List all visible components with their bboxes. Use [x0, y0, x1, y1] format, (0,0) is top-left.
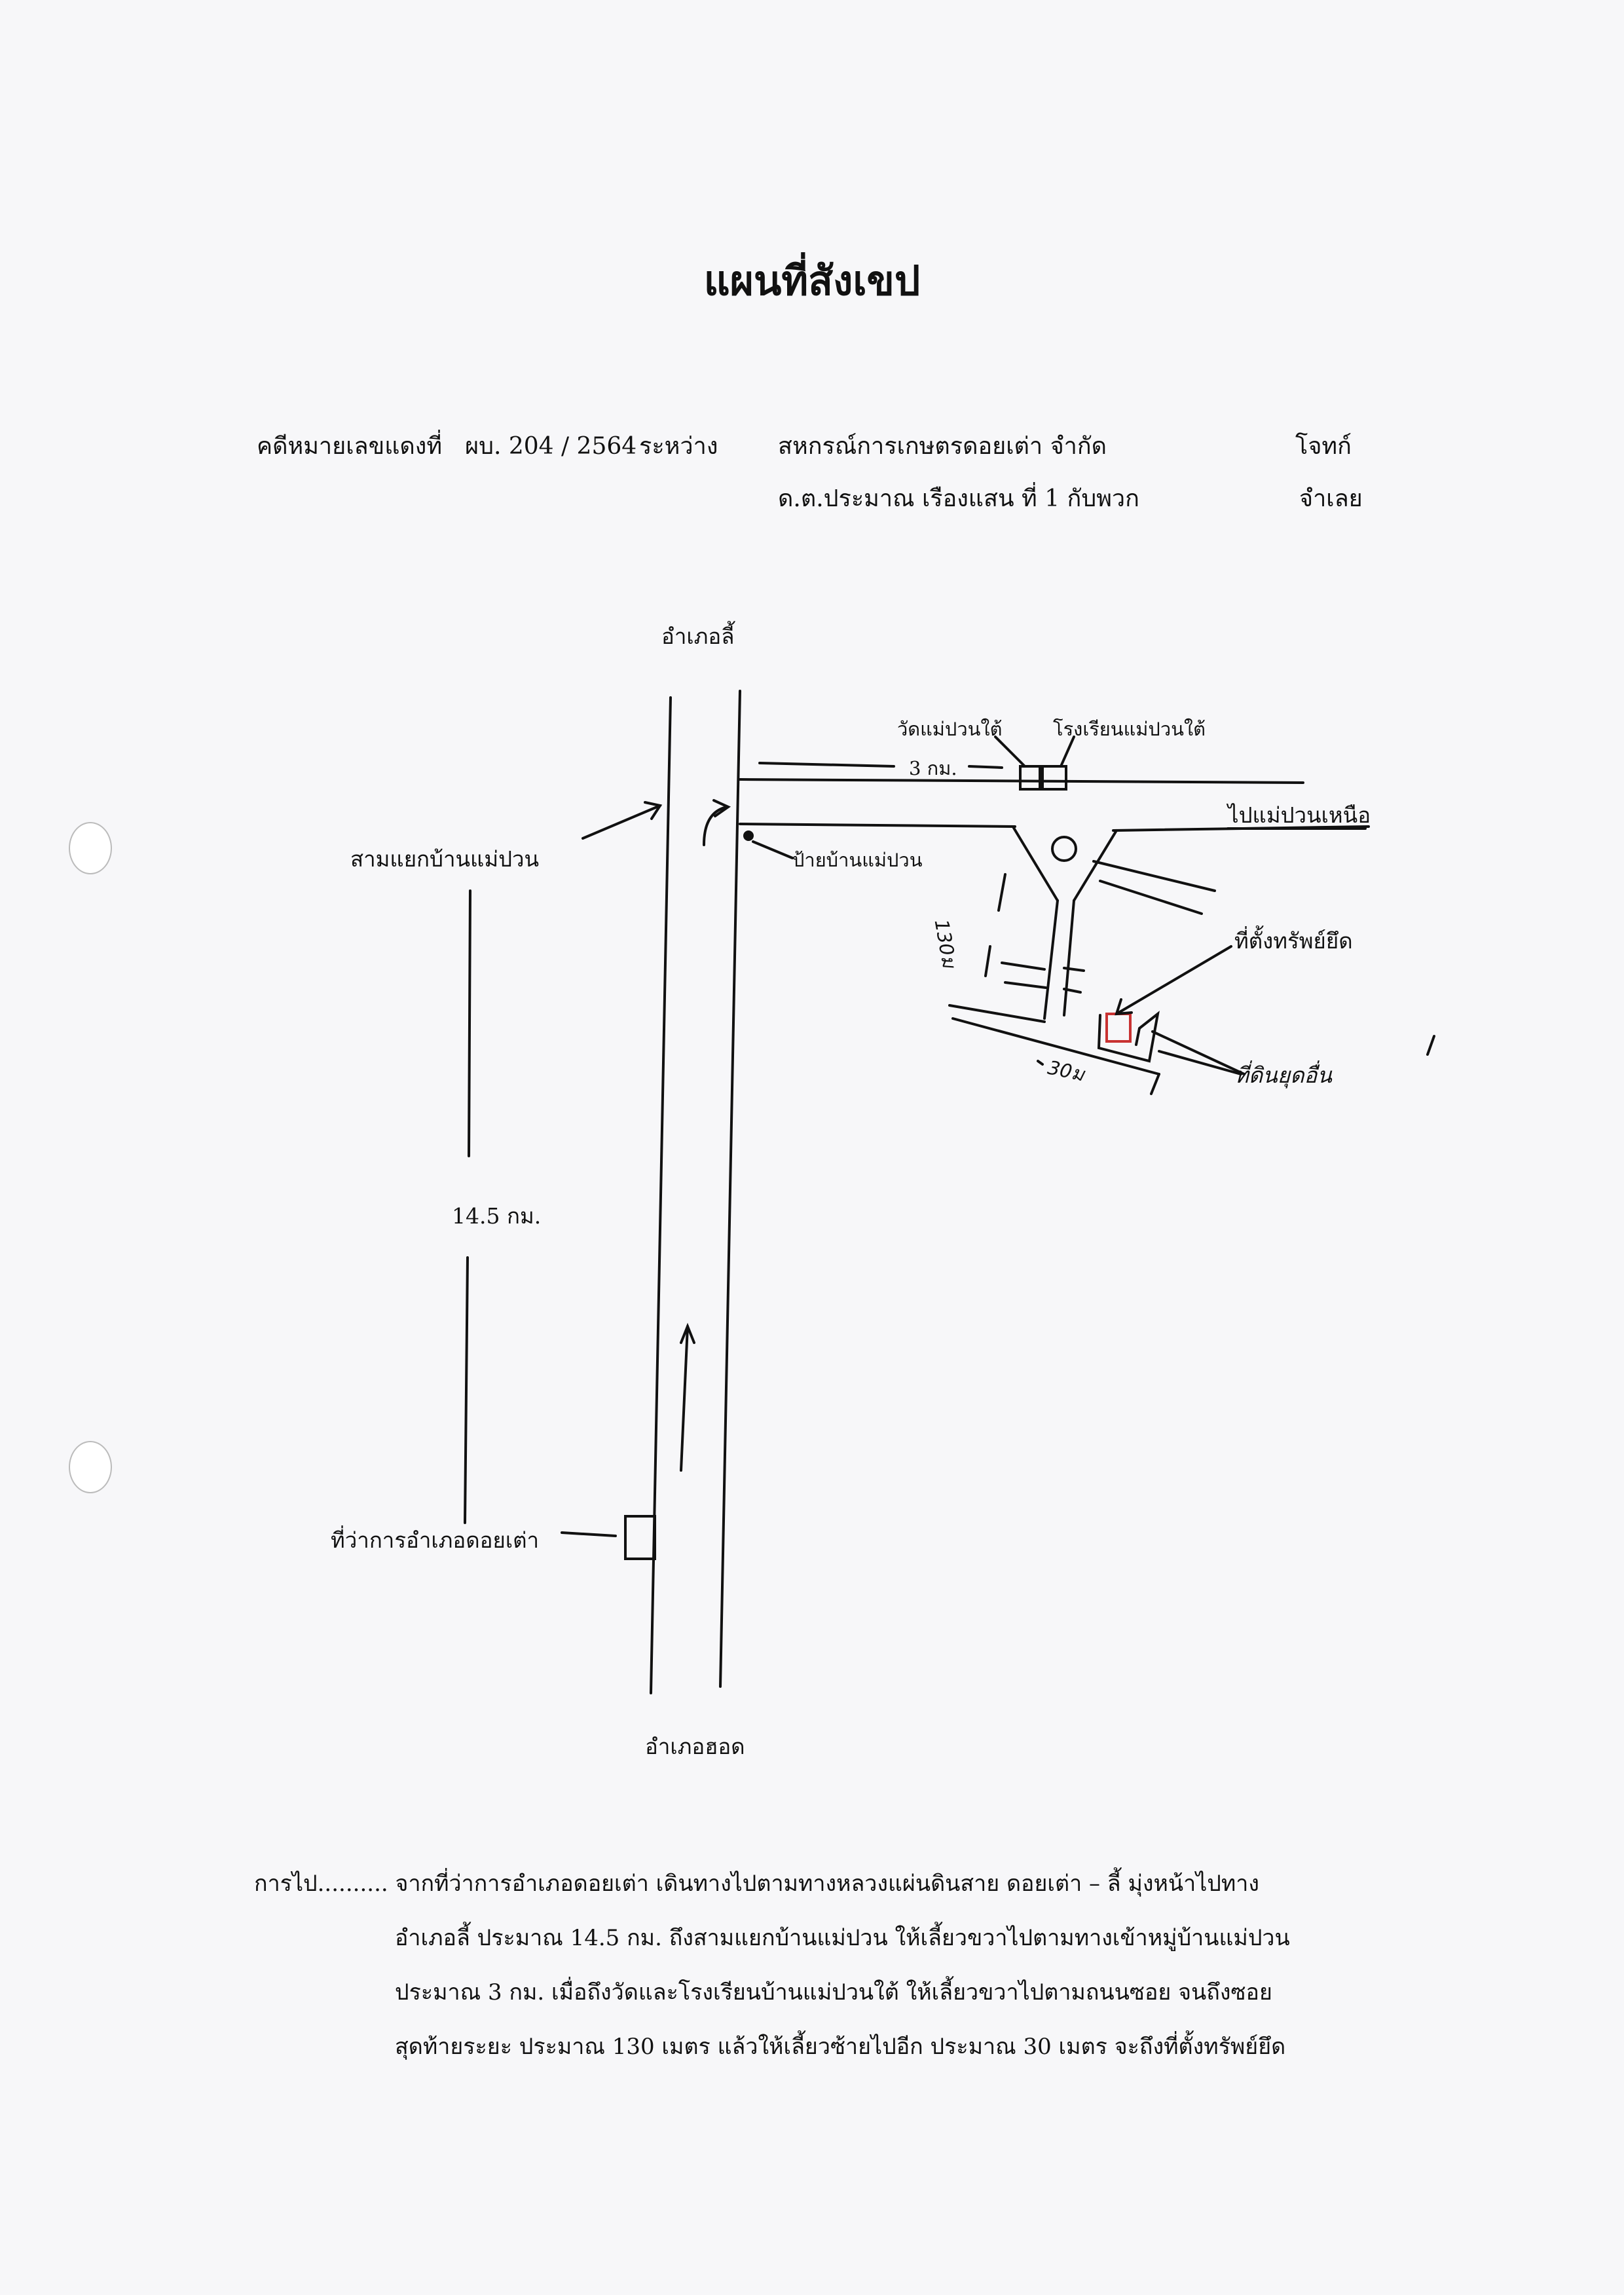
soi-right-edge: [1063, 899, 1075, 1017]
distance-branch-label: 3 กม.: [909, 757, 957, 779]
soi-left-edge-upper: [1012, 827, 1059, 902]
property-label: ที่ตั้งทรัพย์ยึด: [1234, 928, 1353, 954]
directions-lead: การไป..........: [254, 1871, 388, 1897]
junction-turn-arrowhead: [712, 799, 731, 817]
property-pointer: [1115, 945, 1232, 1015]
cross-road-right-2: [1063, 988, 1082, 994]
case-number: ผบ. 204 / 2564: [465, 433, 637, 460]
neighbor-plot: [1097, 1011, 1160, 1063]
cross-road-right: [1063, 967, 1085, 972]
case-label: คดีหมายเลขแดงที่: [257, 433, 443, 460]
school-label: โรงเรียนแม่ปวนใต้: [1053, 718, 1206, 740]
note-pointer-2: [1158, 1050, 1242, 1075]
punch-hole-bottom: [69, 1441, 112, 1493]
junction-label: สามแยกบ้านแม่ปวน: [350, 846, 540, 872]
handwritten-note: ที่ดินยุดอื่น: [1234, 1062, 1332, 1088]
soi-left-edge: [1043, 899, 1059, 1020]
distance-main-label: 14.5 กม.: [452, 1203, 542, 1229]
village-sign-pointer: [752, 840, 794, 859]
note-mark: [1426, 1035, 1435, 1056]
branch-road-bottom-edge: [739, 823, 1016, 828]
note-pointer-1: [1151, 1030, 1246, 1075]
directions-block: การไป.......... จากที่ว่าการอำเภอดอยเต่า…: [254, 1857, 1407, 2074]
property-pointer-head: [1115, 998, 1133, 1016]
plaintiff-name: สหกรณ์การเกษตรดอยเต่า จำกัด: [778, 433, 1107, 460]
main-road-right-edge: [719, 690, 741, 1688]
side-road-bottom: [1099, 880, 1203, 915]
village-sign-dot: [743, 830, 754, 841]
northbound-arrow: [680, 1325, 689, 1472]
defendant-role: จำเลย: [1299, 485, 1363, 512]
property-plot: [1105, 1013, 1132, 1043]
dimension-30m-left: [1037, 1060, 1044, 1066]
bottom-road-top-edge: [948, 1004, 1046, 1023]
junction-turn-arrow: [703, 806, 728, 846]
roundabout: [1051, 836, 1077, 862]
directions-line-1: จากที่ว่าการอำเภอดอยเต่า เดินทางไปตามทาง…: [395, 1871, 1259, 1897]
dimension-14km-bottom: [464, 1256, 469, 1524]
temple-pointer: [994, 736, 1026, 768]
soi-right-edge-upper: [1073, 829, 1118, 902]
district-office-building: [624, 1515, 656, 1560]
temple-label: วัดแม่ปวนใต้: [897, 718, 1003, 740]
dimension-130m-top: [997, 873, 1006, 912]
case-between: ระหว่าง: [639, 433, 718, 460]
temple-building: [1019, 765, 1041, 791]
plaintiff-role: โจทก์: [1295, 433, 1352, 460]
school-pointer: [1060, 736, 1075, 768]
directions-line-2: อำเภอลี้ ประมาณ 14.5 กม. ถึงสามแยกบ้านแม…: [395, 1925, 1290, 1951]
to-north-label: ไปแม่ปวนเหนือ: [1228, 802, 1371, 828]
defendant-name: ด.ต.ประมาณ เรืองแสน ที่ 1 กับพวก: [778, 485, 1139, 512]
side-road-top: [1092, 860, 1216, 892]
northbound-arrowhead: [680, 1322, 695, 1344]
south-destination-label: อำเภอฮอด: [645, 1734, 745, 1759]
punch-hole-top: [69, 822, 112, 874]
dimension-14km-top: [468, 889, 471, 1157]
junction-pointer: [581, 804, 661, 840]
school-building: [1041, 765, 1067, 791]
village-sign-label: ป้ายบ้านแม่ปวน: [792, 849, 923, 871]
dimension-3km-right: [968, 765, 1003, 769]
directions-line-4: สุดท้ายระยะ ประมาณ 130 เมตร แล้วให้เลี้ย…: [395, 2034, 1286, 2060]
dimension-3km-left: [758, 762, 895, 768]
district-office-pointer: [561, 1531, 617, 1537]
bottom-road-bottom-edge: [951, 1017, 1160, 1075]
page-title: แผนที่สังเขป: [703, 257, 921, 305]
cross-road-left: [1001, 961, 1046, 971]
directions-line-3: ประมาณ 3 กม. เมื่อถึงวัดและโรงเรียนบ้านแ…: [395, 1979, 1272, 2006]
junction-pointer-head: [644, 801, 663, 820]
bottom-road-end: [1150, 1073, 1160, 1095]
district-office-label: ที่ว่าการอำเภอดอยเต่า: [331, 1527, 540, 1553]
north-destination-label: อำเภอลี้: [661, 624, 735, 649]
cross-road-left-2: [1004, 981, 1047, 989]
dimension-130m-bottom: [984, 945, 991, 977]
